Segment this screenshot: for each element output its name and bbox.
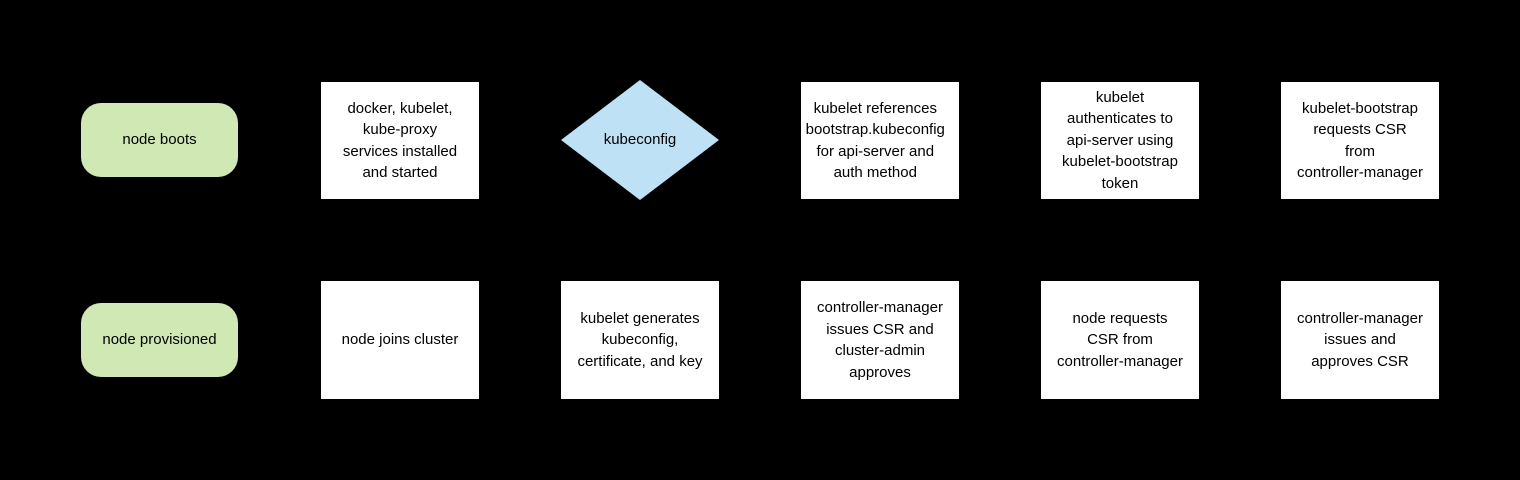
flow-node-controller-manager-issues-csr[interactable]: controller-manager issues CSR and cluste… bbox=[801, 281, 959, 399]
flow-node-label: node requests CSR from controller-manage… bbox=[1057, 309, 1183, 370]
flow-node-node-joins-cluster[interactable]: node joins cluster bbox=[321, 281, 479, 399]
flow-node-node-provisioned[interactable]: node provisioned bbox=[81, 303, 238, 377]
flow-node-label: node joins cluster bbox=[341, 331, 459, 349]
flow-node-label: kubeconfig bbox=[603, 131, 677, 149]
flow-node-controller-manager-issues-approves[interactable]: controller-manager issues and approves C… bbox=[1281, 281, 1439, 399]
flow-node-kubelet-authenticates[interactable]: kubelet authenticates to api-server usin… bbox=[1041, 82, 1199, 199]
flow-node-label: kubelet-bootstrap requests CSR from cont… bbox=[1297, 99, 1423, 182]
flow-node-node-boots[interactable]: node boots bbox=[81, 103, 238, 177]
flow-node-label: kubelet generates kubeconfig, certificat… bbox=[577, 309, 703, 370]
flow-node-kubelet-generates-kubeconfig[interactable]: kubelet generates kubeconfig, certificat… bbox=[561, 281, 719, 399]
flow-node-kubelet-references-bootstrap[interactable]: kubelet references bootstrap.kubeconfig … bbox=[801, 82, 959, 199]
flow-node-kubeconfig[interactable]: kubeconfig bbox=[561, 80, 719, 200]
flow-node-label: node provisioned bbox=[102, 331, 217, 349]
flow-node-label: kubelet authenticates to api-server usin… bbox=[1062, 88, 1178, 192]
flow-node-node-requests-csr[interactable]: node requests CSR from controller-manage… bbox=[1041, 281, 1199, 399]
flow-node-label: docker, kubelet, kube-proxy services ins… bbox=[342, 99, 458, 182]
flow-node-label: node boots bbox=[122, 131, 197, 149]
flow-node-label: kubelet references bootstrap.kubeconfig … bbox=[805, 99, 945, 182]
flow-node-services-installed[interactable]: docker, kubelet, kube-proxy services ins… bbox=[321, 82, 479, 199]
flow-node-label: controller-manager issues and approves C… bbox=[1297, 309, 1423, 370]
flow-node-label: controller-manager issues CSR and cluste… bbox=[817, 299, 943, 381]
flow-node-kubelet-bootstrap-requests-csr[interactable]: kubelet-bootstrap requests CSR from cont… bbox=[1281, 82, 1439, 199]
